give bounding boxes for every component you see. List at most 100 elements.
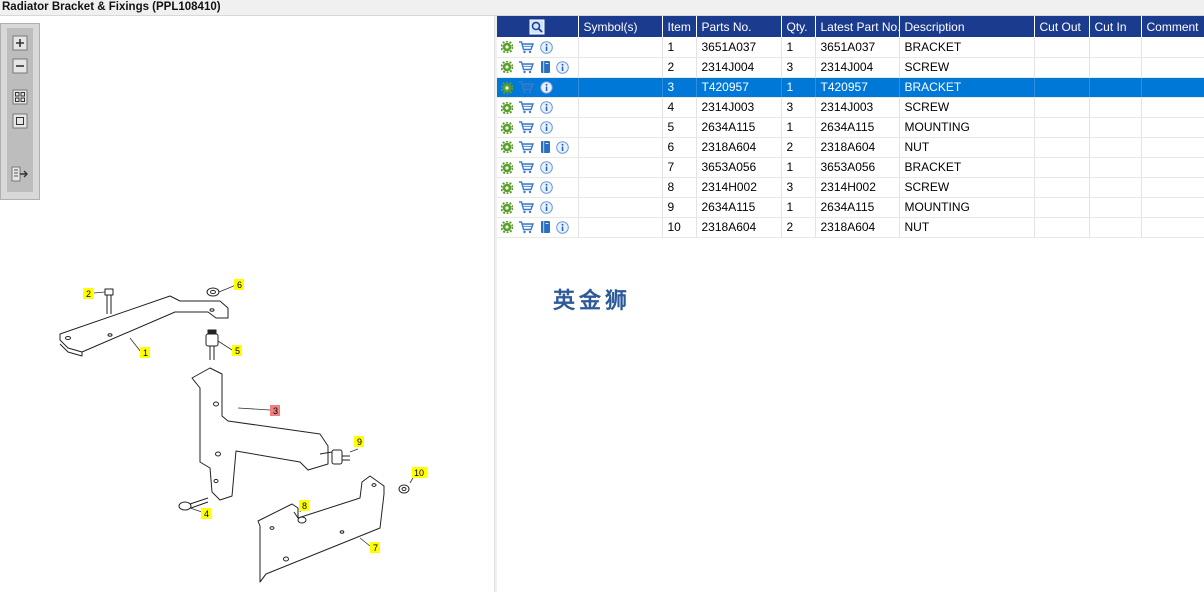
- gear-icon[interactable]: [500, 140, 514, 155]
- info-icon[interactable]: [539, 181, 553, 194]
- svg-text:6: 6: [237, 280, 242, 290]
- header-cut-in[interactable]: Cut In: [1089, 16, 1142, 37]
- table-row-9[interactable]: 9 2634A115 1 2634A115 MOUNTING: [497, 197, 1204, 218]
- header-comment[interactable]: Comment: [1141, 16, 1204, 37]
- row-parts-no-cell[interactable]: T420957: [696, 77, 782, 98]
- row-latest-part-no-cell[interactable]: 2314J003: [815, 97, 900, 118]
- gear-icon[interactable]: [500, 81, 514, 95]
- callout-1[interactable]: 1: [140, 347, 150, 358]
- book-icon[interactable]: [540, 220, 551, 234]
- header-parts-no[interactable]: Parts No.: [696, 16, 782, 37]
- row-latest-part-no-cell[interactable]: 2634A115: [815, 117, 900, 138]
- gear-icon[interactable]: [500, 121, 514, 135]
- table-row-7[interactable]: 7 3653A056 1 3653A056 BRACKET: [497, 157, 1204, 178]
- info-icon[interactable]: [556, 141, 569, 154]
- zoom-out-button[interactable]: [10, 57, 30, 75]
- row-qty-cell: 2: [781, 217, 816, 238]
- cart-icon[interactable]: [518, 81, 535, 94]
- row-parts-no-cell[interactable]: 3651A037: [696, 37, 782, 58]
- gear-icon[interactable]: [500, 40, 514, 55]
- row-parts-no-cell[interactable]: 2318A604: [696, 217, 782, 238]
- book-icon[interactable]: [540, 140, 551, 154]
- header-latest-part-no[interactable]: Latest Part No.: [815, 16, 900, 37]
- table-row-6[interactable]: 6 2318A604 2 2318A604 NUT: [497, 137, 1204, 158]
- cart-icon[interactable]: [518, 41, 535, 54]
- cart-icon[interactable]: [518, 61, 535, 74]
- row-cut-in-cell: [1089, 77, 1142, 98]
- header-symbols[interactable]: Symbol(s): [578, 16, 663, 37]
- book-icon[interactable]: [540, 60, 551, 74]
- info-icon[interactable]: [539, 201, 553, 214]
- gear-icon[interactable]: [500, 60, 514, 75]
- header-description[interactable]: Description: [899, 16, 1035, 37]
- gear-icon[interactable]: [500, 220, 514, 235]
- table-row-5[interactable]: 5 2634A115 1 2634A115 MOUNTING: [497, 117, 1204, 138]
- row-latest-part-no-cell[interactable]: T420957: [815, 77, 900, 98]
- gear-icon[interactable]: [500, 101, 514, 115]
- zoom-to-part-icon: [529, 19, 545, 34]
- table-row-3[interactable]: 3 T420957 1 T420957 BRACKET: [497, 77, 1204, 98]
- cart-icon[interactable]: [518, 221, 535, 234]
- callout-3[interactable]: 3: [270, 405, 280, 416]
- header-qty[interactable]: Qty.: [781, 16, 816, 37]
- callout-8[interactable]: 8: [299, 500, 309, 511]
- cart-icon[interactable]: [518, 101, 535, 114]
- fit-view-button[interactable]: [10, 88, 30, 106]
- callout-7[interactable]: 7: [370, 542, 380, 553]
- table-row-4[interactable]: 4 2314J003 3 2314J003 SCREW: [497, 97, 1204, 118]
- callout-2[interactable]: 2: [83, 288, 93, 299]
- cart-icon[interactable]: [518, 201, 535, 214]
- row-item-cell: 4: [662, 97, 697, 118]
- row-qty-cell: 1: [781, 197, 816, 218]
- row-parts-no-cell[interactable]: 2634A115: [696, 197, 782, 218]
- callout-9[interactable]: 9: [354, 436, 364, 447]
- export-button[interactable]: [10, 165, 30, 183]
- callout-6[interactable]: 6: [234, 279, 244, 290]
- table-row-8[interactable]: 8 2314H002 3 2314H002 SCREW: [497, 177, 1204, 198]
- row-latest-part-no-cell[interactable]: 3651A037: [815, 37, 900, 58]
- table-row-1[interactable]: 1 3651A037 1 3651A037 BRACKET: [497, 37, 1204, 58]
- row-parts-no-cell[interactable]: 2634A115: [696, 117, 782, 138]
- row-latest-part-no-cell[interactable]: 2314J004: [815, 57, 900, 78]
- info-icon[interactable]: [539, 121, 553, 134]
- info-icon[interactable]: [539, 161, 553, 174]
- row-latest-part-no-cell[interactable]: 2318A604: [815, 137, 900, 158]
- cart-icon[interactable]: [518, 181, 535, 194]
- header-item[interactable]: Item: [662, 16, 697, 37]
- pane-splitter[interactable]: [494, 16, 497, 592]
- actual-size-button[interactable]: [10, 112, 30, 130]
- table-row-2[interactable]: 2 2314J004 3 2314J004 SCREW: [497, 57, 1204, 78]
- cart-icon[interactable]: [518, 141, 535, 154]
- row-parts-no-cell[interactable]: 2314J003: [696, 97, 782, 118]
- diagram-pane[interactable]: 2 6 1 5 3 9 10: [0, 16, 494, 592]
- zoom-in-button[interactable]: [10, 34, 30, 52]
- row-icons-cell: [497, 137, 579, 158]
- row-latest-part-no-cell[interactable]: 2634A115: [815, 197, 900, 218]
- gear-icon[interactable]: [500, 181, 514, 195]
- callout-4[interactable]: 4: [201, 508, 211, 519]
- row-cut-out-cell: [1034, 157, 1090, 178]
- cart-icon[interactable]: [518, 161, 535, 174]
- header-cut-out[interactable]: Cut Out: [1034, 16, 1090, 37]
- row-latest-part-no-cell[interactable]: 2318A604: [815, 217, 900, 238]
- row-latest-part-no-cell[interactable]: 3653A056: [815, 157, 900, 178]
- row-parts-no-cell[interactable]: 3653A056: [696, 157, 782, 178]
- gear-icon[interactable]: [500, 161, 514, 175]
- info-icon[interactable]: [539, 41, 553, 54]
- row-cut-in-cell: [1089, 37, 1142, 58]
- info-icon[interactable]: [556, 61, 569, 74]
- gear-icon[interactable]: [500, 201, 514, 215]
- cart-icon[interactable]: [518, 121, 535, 134]
- row-latest-part-no-cell[interactable]: 2314H002: [815, 177, 900, 198]
- header-icon-column[interactable]: [497, 16, 579, 37]
- row-parts-no-cell[interactable]: 2314J004: [696, 57, 782, 78]
- table-row-10[interactable]: 10 2318A604 2 2318A604 NUT: [497, 217, 1204, 238]
- callout-10[interactable]: 10: [412, 467, 427, 478]
- callout-5[interactable]: 5: [232, 345, 242, 356]
- info-icon[interactable]: [539, 101, 553, 114]
- info-icon[interactable]: [556, 221, 569, 234]
- row-item-cell: 5: [662, 117, 697, 138]
- row-parts-no-cell[interactable]: 2318A604: [696, 137, 782, 158]
- info-icon[interactable]: [539, 81, 553, 94]
- row-parts-no-cell[interactable]: 2314H002: [696, 177, 782, 198]
